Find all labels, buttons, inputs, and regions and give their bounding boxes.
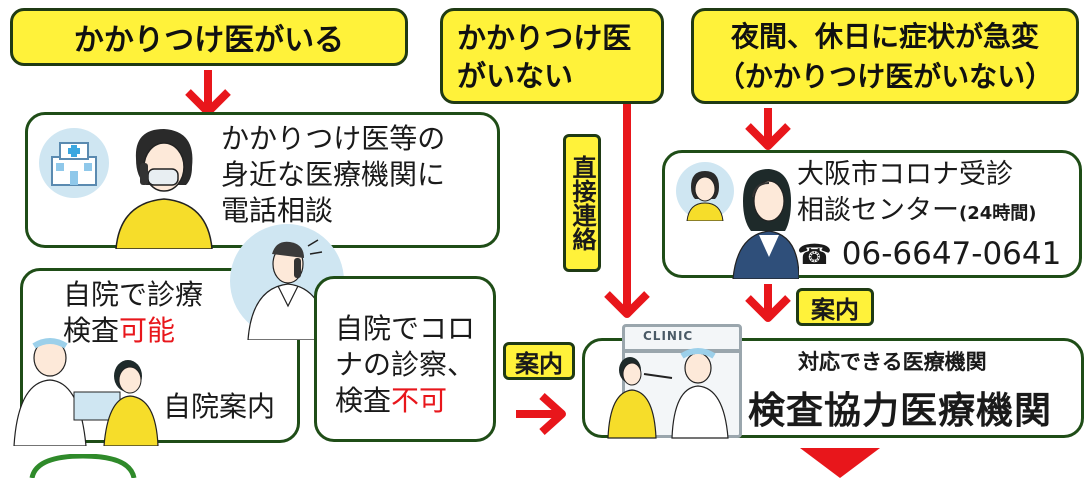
self-guide-label: 自院案内: [163, 390, 276, 423]
night-line1: 夜間、休日に症状が急変: [730, 20, 1039, 53]
clinic-consult-box: かかりつけ医等の 身近な医療機関に 電話相談: [25, 112, 500, 249]
guide-tag-right: 案内: [796, 288, 874, 326]
no-doctor-box: かかりつけ医がいない: [440, 8, 664, 104]
possible-text: 自院で診療 検査可能: [63, 277, 203, 349]
guide-tag-left-label: 案内: [515, 349, 563, 378]
consult-text: かかりつけ医等の 身近な医療機関に 電話相談: [221, 121, 445, 229]
hospital-icon: [39, 128, 109, 198]
center-line1: 大阪市コロナ受診: [797, 159, 1013, 190]
consult-line1: かかりつけ医等の: [221, 122, 446, 155]
doctor-exam-icon: [13, 338, 159, 446]
impossible-line3-prefix: 検査: [335, 384, 392, 417]
consult-line2: 身近な医療機関に: [221, 158, 446, 191]
phone-icon: ☎: [797, 238, 832, 271]
arrow-down-3: [745, 284, 791, 322]
center-24h: (24時間): [959, 203, 1037, 224]
impossible-line1: 自院でコロ: [335, 312, 476, 345]
possible-line2: 検査可能: [63, 313, 203, 349]
impossible-text: 自院でコロ ナの診察、 検査不可: [335, 311, 475, 419]
arrow-bottom-triangle: [800, 448, 880, 478]
phone-number: 06-6647-0641: [841, 236, 1062, 272]
impossible-box: 自院でコロ ナの診察、 検査不可: [314, 276, 496, 442]
operator-icon: [732, 169, 799, 279]
impossible-line3-red: 不可: [391, 384, 448, 417]
night-holiday-box: 夜間、休日に症状が急変 （かかりつけ医がいない）: [691, 8, 1079, 104]
guide-tag-right-label: 案内: [811, 295, 859, 324]
clinic-sign: CLINIC: [643, 329, 694, 343]
impossible-line2: ナの診察、: [335, 348, 476, 381]
center-line2: 相談センター(24時間): [797, 193, 1061, 232]
center-line2-main: 相談センター: [797, 195, 959, 226]
possible-line2-red: 可能: [119, 314, 176, 347]
test-scene-icon: [607, 348, 729, 439]
direct-contact-label: 直接連絡: [568, 155, 596, 251]
arrow-right: [516, 393, 566, 435]
night-line2: （かかりつけ医がいない）: [716, 60, 1054, 93]
green-badge-fragment: [29, 454, 137, 478]
cooperating-subtitle: 対応できる医療機関: [798, 350, 987, 374]
caller-woman-icon: [676, 162, 734, 221]
has-doctor-box: かかりつけ医がいる: [10, 8, 408, 66]
impossible-line3: 検査不可: [335, 383, 475, 419]
possible-line2-prefix: 検査: [63, 314, 120, 347]
woman-phoning-icon: [115, 129, 213, 249]
has-doctor-label: かかりつけ医がいる: [73, 23, 345, 58]
consult-center-box: 大阪市コロナ受診 相談センター(24時間) ☎ 06-6647-0641: [662, 150, 1082, 279]
consult-line3: 電話相談: [221, 194, 334, 227]
center-phone-row: ☎ 06-6647-0641: [797, 232, 1061, 277]
center-text: 大阪市コロナ受診 相談センター(24時間) ☎ 06-6647-0641: [797, 157, 1061, 277]
possible-line1: 自院で診療: [63, 278, 204, 311]
arrow-direct-long: [604, 104, 650, 318]
cooperating-title: 検査協力医療機関: [748, 389, 1052, 432]
no-doctor-label: かかりつけ医がいない: [457, 21, 632, 93]
direct-contact-tag: 直接連絡: [563, 134, 601, 272]
guide-tag-left: 案内: [503, 342, 575, 380]
arrow-down-2: [745, 108, 791, 150]
